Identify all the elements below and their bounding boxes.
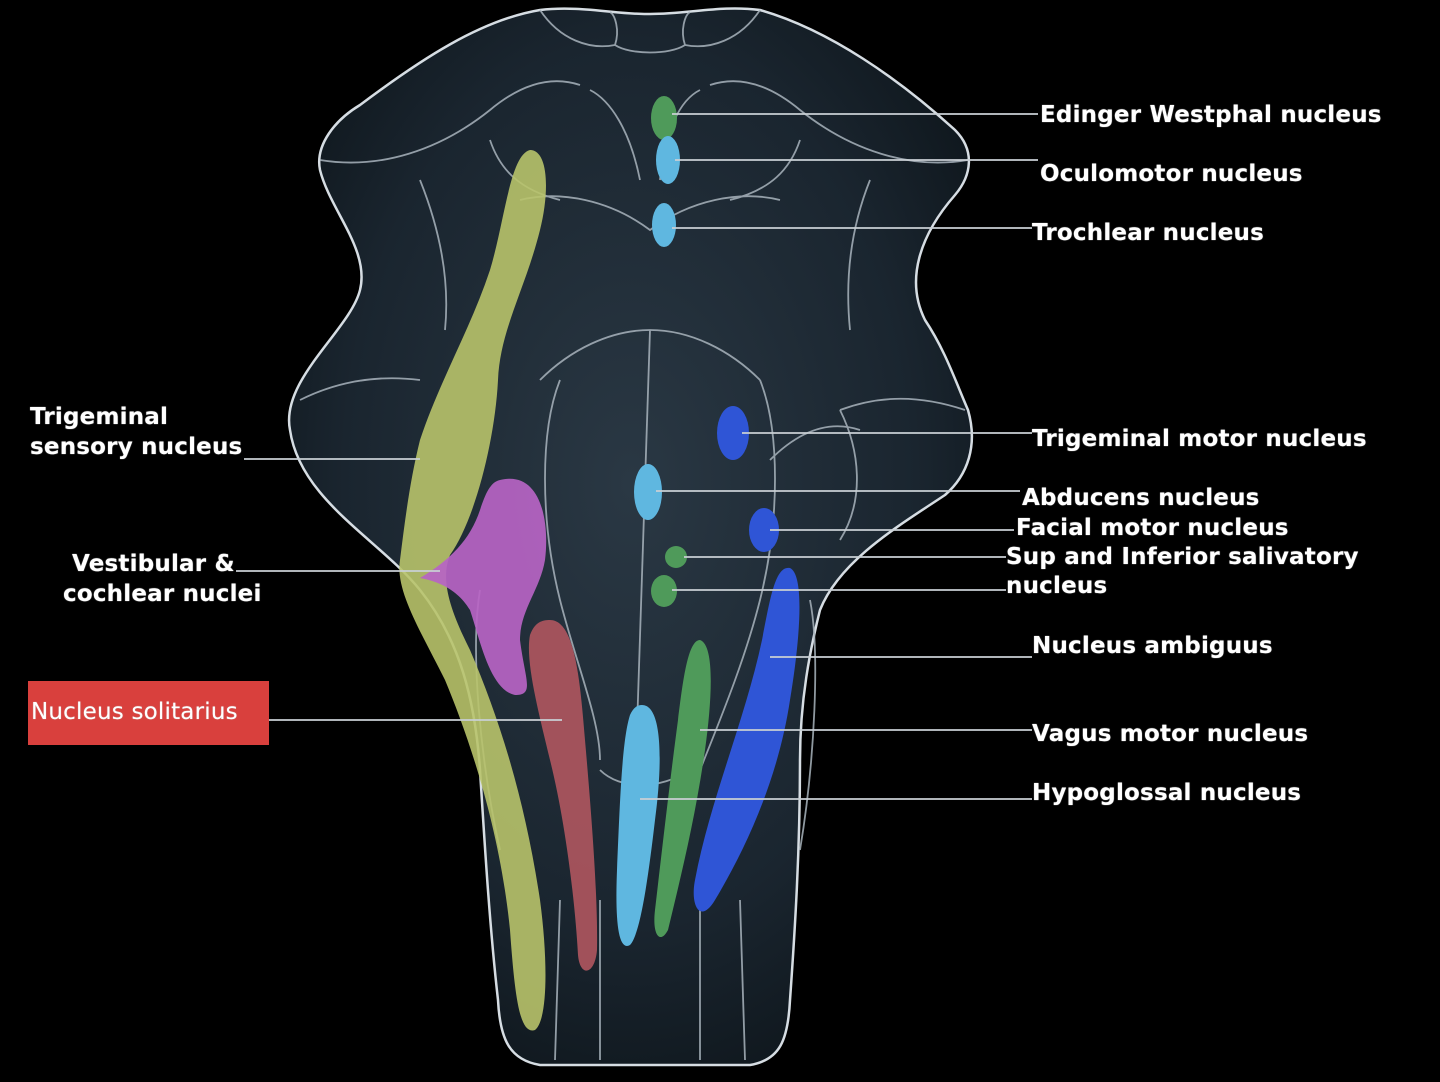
nucleus-ambiguus-shape [693,567,800,912]
facial-motor-shape [749,508,779,552]
label-oculomotor: Oculomotor nucleus [1040,161,1303,187]
superior-salivatory-shape [665,546,687,568]
trigeminal-sensory-shape [399,150,546,1031]
abducens-shape [634,464,662,520]
label-salivatory-line2: nucleus [1006,573,1108,599]
leader-lines [236,113,1038,800]
label-nucleus-solitarius: Nucleus solitarius [31,699,238,725]
label-edinger-westphal: Edinger Westphal nucleus [1040,102,1382,128]
label-facial-motor: Facial motor nucleus [1016,515,1289,541]
nucleus-solitarius-shape [528,620,598,971]
label-vestibular-line2: cochlear nuclei [63,581,262,607]
hypoglossal-shape [616,705,660,946]
oculomotor-shape [656,136,680,184]
nuclei-shapes [399,96,800,1031]
inferior-salivatory-shape [651,575,677,607]
label-vagus-motor: Vagus motor nucleus [1032,721,1309,747]
label-abducens: Abducens nucleus [1022,485,1260,511]
vagus-motor-shape [654,640,711,938]
label-trigeminal-sensory-line2: sensory nucleus [30,434,243,460]
vestibular-cochlear-shape [420,478,547,695]
surface-detail-lines [299,9,969,1061]
label-nucleus-ambiguus: Nucleus ambiguus [1032,633,1273,659]
label-trochlear: Trochlear nucleus [1032,220,1264,246]
label-hypoglossal: Hypoglossal nucleus [1032,780,1302,806]
label-trigeminal-sensory-line1: Trigeminal [30,404,169,430]
trochlear-shape [652,203,676,247]
label-vestibular-line1: Vestibular & [72,551,235,577]
highlight-box [28,681,269,745]
label-trigeminal-motor: Trigeminal motor nucleus [1032,426,1367,452]
label-salivatory-line1: Sup and Inferior salivatory [1006,544,1359,570]
edinger-westphal-shape [651,96,677,140]
brainstem-outline [287,7,974,1067]
trigeminal-motor-shape [717,406,749,460]
